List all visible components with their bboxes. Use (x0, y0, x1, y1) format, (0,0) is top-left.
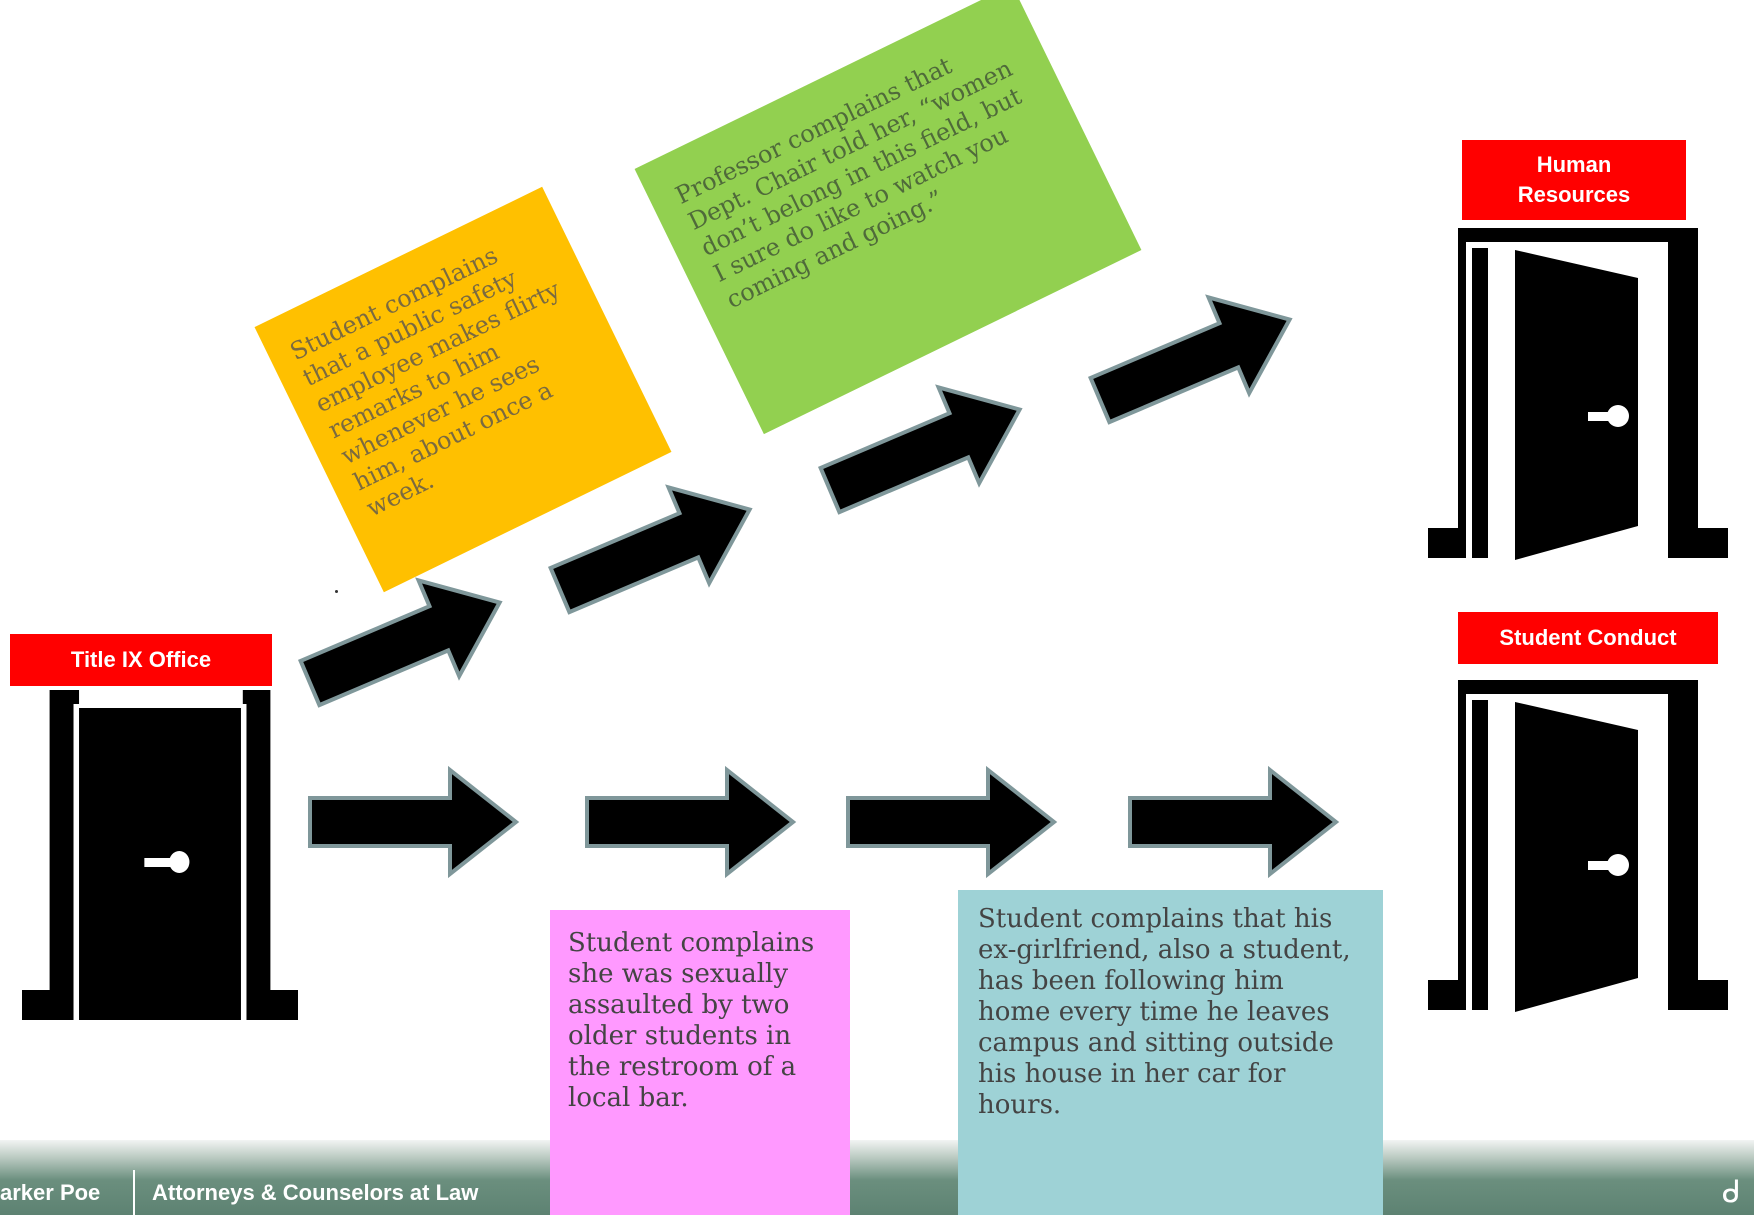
label-student-conduct: Student Conduct (1458, 612, 1718, 664)
door-icon-title-ix (22, 690, 298, 1020)
footer-divider (133, 1170, 135, 1215)
footer-band (0, 1140, 1754, 1215)
right-arrow-icon (1080, 272, 1310, 448)
door-icon-student-conduct (1428, 680, 1728, 1012)
right-arrow-icon (308, 768, 518, 876)
label-title-ix-office: Title IX Office (10, 634, 272, 686)
footer-tagline: Attorneys & Counselors at Law (152, 1180, 479, 1205)
right-arrow-icon (1128, 768, 1338, 876)
label-human-resources: Human Resources (1462, 140, 1686, 220)
right-arrow-icon (585, 768, 795, 876)
door-icon-human-resources (1428, 228, 1728, 560)
right-arrow-icon (846, 768, 1056, 876)
note-sexual-assault-complaint: Student complains she was sexually assau… (550, 910, 850, 1215)
note-text: Student complains that his ex-girlfriend… (978, 904, 1351, 1120)
footer-firm-name: arker Poe (0, 1180, 101, 1205)
logo-icon: ᑯ (1722, 1175, 1741, 1210)
note-text: Student complains she was sexually assau… (568, 928, 815, 1113)
note-stalking-complaint: Student complains that his ex-girlfriend… (958, 890, 1383, 1215)
stray-dot (335, 590, 338, 593)
